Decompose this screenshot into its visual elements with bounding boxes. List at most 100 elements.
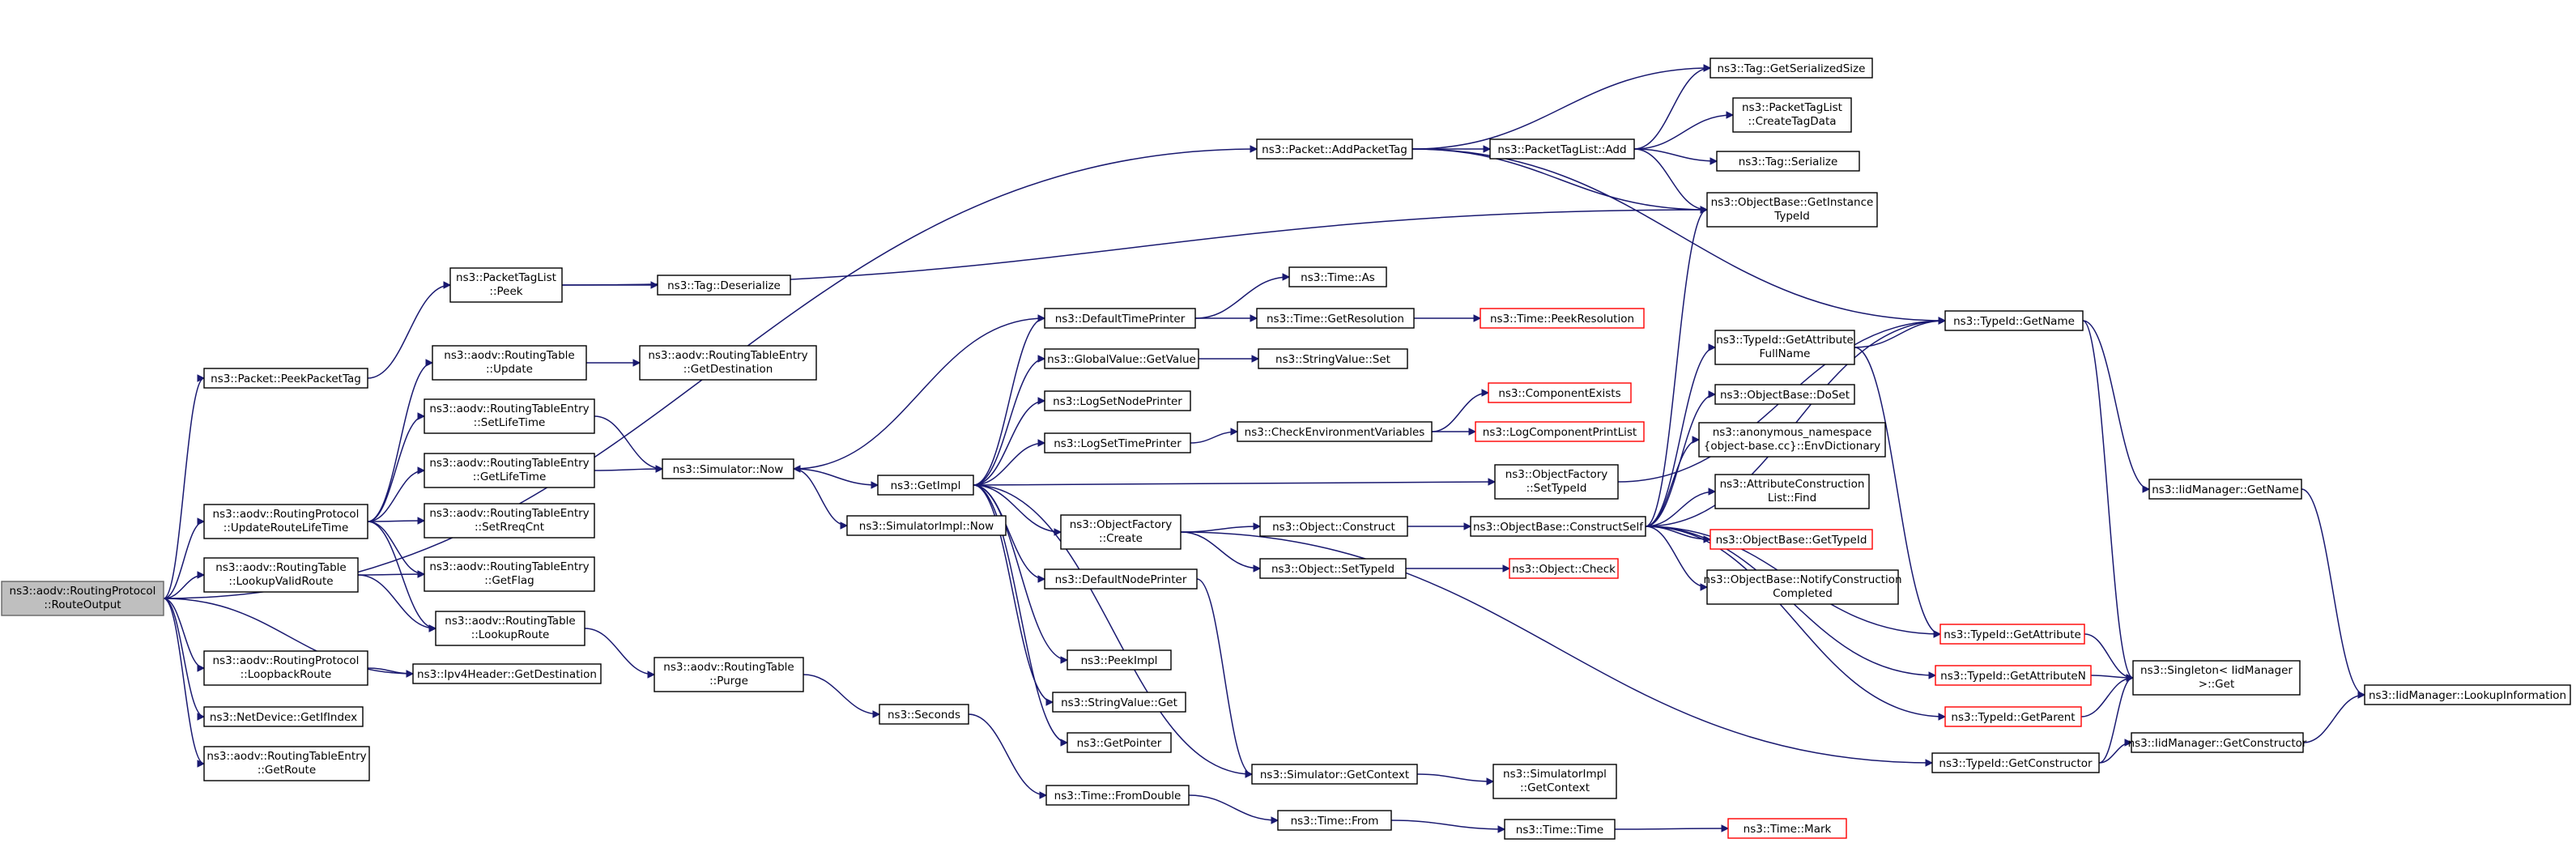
node-label: ns3::Time::Time xyxy=(1516,824,1603,837)
node-singletonGet[interactable]: ns3::Singleton< IidManager>::Get xyxy=(2132,660,2301,696)
node-ptlPeek[interactable]: ns3::PacketTagList::Peek xyxy=(449,267,563,303)
node-label: FullName xyxy=(1760,347,1811,360)
node-objectFactoryCreate[interactable]: ns3::ObjectFactory::Create xyxy=(1060,514,1182,550)
node-logSetTimePrinter[interactable]: ns3::LogSetTimePrinter xyxy=(1044,432,1191,453)
node-updateRouteLifeTime[interactable]: ns3::aodv::RoutingProtocol::UpdateRouteL… xyxy=(203,504,368,539)
node-stringValueSet[interactable]: ns3::StringValue::Set xyxy=(1258,348,1408,369)
node-tidGetAttribute[interactable]: ns3::TypeId::GetAttribute xyxy=(1939,624,2085,645)
edge-tidGetAttribute-to-singletonGet xyxy=(2084,633,2135,682)
node-tagGetSerializedSize[interactable]: ns3::Tag::GetSerializedSize xyxy=(1710,57,1873,79)
node-rteGetDestination[interactable]: ns3::aodv::RoutingTableEntry::GetDestina… xyxy=(639,345,817,381)
node-objectConstruct[interactable]: ns3::Object::Construct xyxy=(1259,516,1408,537)
node-tidGetAttributeN[interactable]: ns3::TypeId::GetAttributeN xyxy=(1935,665,2092,686)
node-rteSetLifeTime[interactable]: ns3::aodv::RoutingTableEntry::SetLifeTim… xyxy=(424,398,595,434)
node-label: TypeId xyxy=(1773,210,1810,223)
node-obNotifyConstructionCompleted[interactable]: ns3::ObjectBase::NotifyConstructionCompl… xyxy=(1703,569,1902,605)
node-objectCheck[interactable]: ns3::Object::Check xyxy=(1509,558,1619,579)
node-iidManagerGetName[interactable]: ns3::IidManager::GetName xyxy=(2148,479,2302,500)
node-label: ns3::PacketTagList::Add xyxy=(1497,143,1626,156)
node-loopbackRoute[interactable]: ns3::aodv::RoutingProtocol::LoopbackRout… xyxy=(203,650,368,686)
node-rtLookupRoute[interactable]: ns3::aodv::RoutingTable::LookupRoute xyxy=(435,611,585,646)
node-iidManagerGetConstructor[interactable]: ns3::IidManager::GetConstructor xyxy=(2128,732,2307,753)
node-tidGetParent[interactable]: ns3::TypeId::GetParent xyxy=(1944,706,2082,727)
node-globalValueGetValue[interactable]: ns3::GlobalValue::GetValue xyxy=(1044,348,1199,369)
node-ipv4GetDestination[interactable]: ns3::Ipv4Header::GetDestination xyxy=(412,663,602,684)
edge-defaultNodePrinter-to-simulatorGetContext xyxy=(1196,578,1254,778)
node-obGetTypeId[interactable]: ns3::ObjectBase::GetTypeId xyxy=(1710,529,1873,550)
edge-simulatorNow-to-simImplNow xyxy=(793,468,849,530)
edge-rtPurge-to-seconds xyxy=(803,674,881,718)
node-peekPacketTag[interactable]: ns3::Packet::PeekPacketTag xyxy=(203,368,368,389)
node-addPacketTag[interactable]: ns3::Packet::AddPacketTag xyxy=(1256,138,1413,160)
edge-getImpl-to-logSetTimePrinter xyxy=(973,439,1046,486)
node-ptlAdd[interactable]: ns3::PacketTagList::Add xyxy=(1489,138,1635,160)
node-simImplGetContext[interactable]: ns3::SimulatorImpl::GetContext xyxy=(1492,764,1617,799)
edge-objectConstruct-to-obConstructSelf xyxy=(1407,522,1472,530)
node-getPointer[interactable]: ns3::GetPointer xyxy=(1067,732,1172,753)
node-checkEnvVars[interactable]: ns3::CheckEnvironmentVariables xyxy=(1237,421,1433,442)
node-label: ns3::SimulatorImpl::Now xyxy=(859,520,994,533)
edge-tidGetConstructor-to-singletonGet xyxy=(2098,674,2135,764)
node-ptlCreateTagData[interactable]: ns3::PacketTagList::CreateTagData xyxy=(1732,97,1852,133)
node-label: ns3::CheckEnvironmentVariables xyxy=(1245,426,1425,439)
node-rteGetFlag[interactable]: ns3::aodv::RoutingTableEntry::GetFlag xyxy=(424,556,595,592)
node-timeMark[interactable]: ns3::Time::Mark xyxy=(1727,818,1847,839)
node-root[interactable]: ns3::aodv::RoutingProtocol::RouteOutput xyxy=(1,581,164,616)
node-logSetNodePrinter[interactable]: ns3::LogSetNodePrinter xyxy=(1044,390,1191,411)
node-label: ns3::TypeId::GetParent xyxy=(1951,711,2075,724)
node-label: ns3::aodv::RoutingTableEntry xyxy=(429,402,589,415)
edge-iidManagerGetConstructor-to-iidManagerLookupInformation xyxy=(2302,691,2366,743)
node-stringValueGet[interactable]: ns3::StringValue::Get xyxy=(1052,692,1186,713)
edge-getImpl-to-stringValueGet xyxy=(973,484,1054,706)
node-simImplNow[interactable]: ns3::SimulatorImpl::Now xyxy=(846,515,1007,536)
node-anonEnvDictionary[interactable]: ns3::anonymous_namespace{object-base.cc}… xyxy=(1698,422,1886,458)
node-lookupValidRoute[interactable]: ns3::aodv::RoutingTable::LookupValidRout… xyxy=(203,557,359,593)
node-timeGetResolution[interactable]: ns3::Time::GetResolution xyxy=(1256,308,1415,329)
node-iidManagerLookupInformation[interactable]: ns3::IidManager::LookupInformation xyxy=(2364,684,2571,705)
node-logComponentPrintList[interactable]: ns3::LogComponentPrintList xyxy=(1475,421,1645,442)
node-tidGetConstructor[interactable]: ns3::TypeId::GetConstructor xyxy=(1931,752,2100,773)
node-rtPurge[interactable]: ns3::aodv::RoutingTable::Purge xyxy=(654,657,804,692)
node-timeFrom[interactable]: ns3::Time::From xyxy=(1277,810,1392,831)
node-getImpl[interactable]: ns3::GetImpl xyxy=(877,475,974,496)
edge-ptlAdd-to-ptlCreateTagData xyxy=(1633,111,1735,150)
node-label: ns3::Time::Mark xyxy=(1744,823,1832,836)
node-timeAs[interactable]: ns3::Time::As xyxy=(1288,266,1387,287)
node-label: ns3::TypeId::GetAttribute xyxy=(1716,334,1854,347)
edge-tidGetAttributeFullName-to-tidGetAttribute xyxy=(1854,347,1942,638)
node-obDoSet[interactable]: ns3::ObjectBase::DoSet xyxy=(1714,384,1855,405)
node-timeFromDouble[interactable]: ns3::Time::FromDouble xyxy=(1045,785,1190,806)
node-simulatorGetContext[interactable]: ns3::Simulator::GetContext xyxy=(1251,764,1418,785)
node-rtUpdate[interactable]: ns3::aodv::RoutingTable::Update xyxy=(432,345,587,381)
node-label: ::GetFlag xyxy=(484,574,534,587)
node-peekImpl[interactable]: ns3::PeekImpl xyxy=(1067,649,1172,671)
node-rteGetLifeTime[interactable]: ns3::aodv::RoutingTableEntry::GetLifeTim… xyxy=(424,453,595,488)
node-getIfIndex[interactable]: ns3::NetDevice::GetIfIndex xyxy=(203,706,364,727)
edge-getImpl-to-getPointer xyxy=(973,484,1069,747)
node-tidGetName[interactable]: ns3::TypeId::GetName xyxy=(1944,310,2084,331)
node-timePeekResolution[interactable]: ns3::Time::PeekResolution xyxy=(1480,308,1645,329)
node-label: ns3::StringValue::Set xyxy=(1275,353,1390,366)
node-tagSerialize[interactable]: ns3::Tag::Serialize xyxy=(1716,151,1860,172)
node-ofSetTypeId[interactable]: ns3::ObjectFactory::SetTypeId xyxy=(1494,464,1619,500)
node-rteSetRreqCnt[interactable]: ns3::aodv::RoutingTableEntry::SetRreqCnt xyxy=(424,503,595,539)
node-obConstructSelf[interactable]: ns3::ObjectBase::ConstructSelf xyxy=(1470,516,1646,537)
node-seconds[interactable]: ns3::Seconds xyxy=(879,704,969,725)
edge-globalValueGetValue-to-stringValueSet xyxy=(1199,355,1260,363)
edge-rtUpdate-to-rteGetDestination xyxy=(586,359,641,367)
node-simulatorNow[interactable]: ns3::Simulator::Now xyxy=(662,458,794,479)
edge-obConstructSelf-to-tidGetParent xyxy=(1645,526,1947,721)
node-label: ns3::Time::From xyxy=(1291,815,1379,828)
node-timeTime[interactable]: ns3::Time::Time xyxy=(1504,819,1616,840)
node-label: ns3::PacketTagList xyxy=(456,271,556,284)
node-getRoute[interactable]: ns3::aodv::RoutingTableEntry::GetRoute xyxy=(203,746,370,781)
node-objectSetTypeId[interactable]: ns3::Object::SetTypeId xyxy=(1259,558,1407,579)
node-label: ns3::Singleton< IidManager xyxy=(2140,664,2293,677)
node-tagDeserialize[interactable]: ns3::Tag::Deserialize xyxy=(657,275,791,296)
node-componentExists[interactable]: ns3::ComponentExists xyxy=(1488,382,1632,403)
node-defaultNodePrinter[interactable]: ns3::DefaultNodePrinter xyxy=(1044,568,1198,590)
node-defaultTimePrinter[interactable]: ns3::DefaultTimePrinter xyxy=(1044,308,1196,329)
